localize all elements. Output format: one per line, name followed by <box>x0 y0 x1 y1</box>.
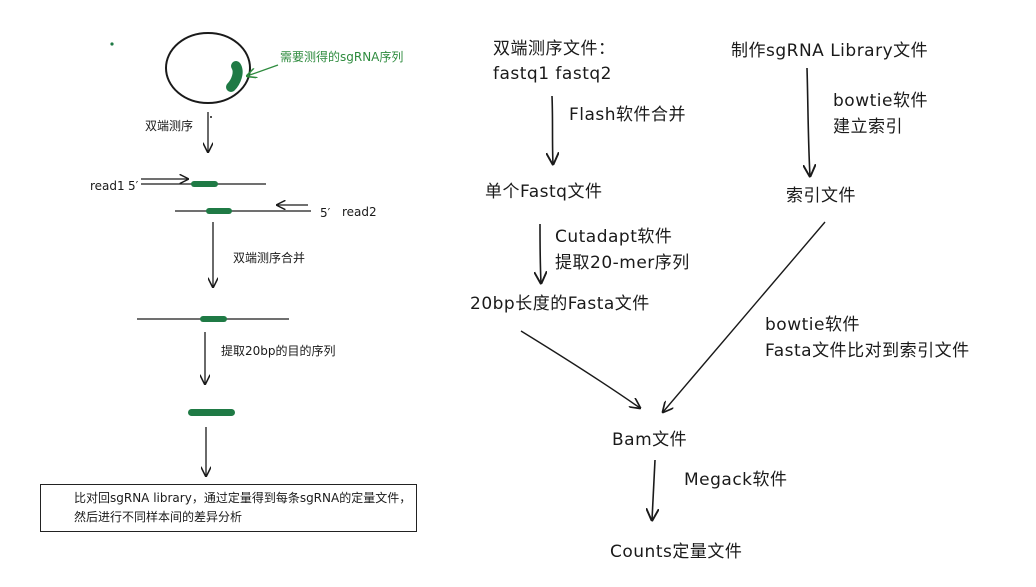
input-files-label: 双端测序文件： <box>493 39 616 59</box>
merged-sgrna <box>200 316 227 322</box>
single-fastq-label: 单个Fastq文件 <box>485 182 603 202</box>
extracted-20bp <box>188 409 235 416</box>
read2-sgrna <box>206 208 232 214</box>
build-index-label: 建立索引 <box>833 117 903 137</box>
index-file-label: 索引文件 <box>786 186 856 206</box>
target-pointer-arrow <box>247 64 279 76</box>
analysis-line-2: 然后进行不同样本间的差异分析 <box>74 510 243 524</box>
bowtie-align-label: bowtie软件 <box>765 315 860 335</box>
align-to-index-label: Fasta文件比对到索引文件 <box>765 341 970 361</box>
counts-file-label: Counts定量文件 <box>610 542 743 562</box>
library-label: 制作sgRNA Library文件 <box>731 41 929 61</box>
analysis-text: 比对回sgRNA library，通过定量得到每条sgRNA的定量文件， 然后进… <box>74 489 411 527</box>
fastq-files-label: fastq1 fastq2 <box>493 64 612 84</box>
analysis-box: 比对回sgRNA library，通过定量得到每条sgRNA的定量文件， 然后进… <box>40 484 417 532</box>
read1-sgrna <box>191 181 218 187</box>
arrow-library-to-index <box>807 67 810 176</box>
arrow-bam-to-counts <box>652 459 655 520</box>
read2-5prime-label: 5′ <box>320 206 331 220</box>
read2-label: read2 <box>342 205 377 219</box>
analysis-line-1: 比对回sgRNA library，通过定量得到每条sgRNA的定量文件， <box>74 491 412 505</box>
arrow-fasta20-to-bam <box>520 330 640 408</box>
flash-label: Flash软件合并 <box>569 105 687 125</box>
mageck-label: Megack软件 <box>684 470 788 490</box>
extract-20mer-label: 提取20-mer序列 <box>555 253 690 273</box>
paired-end-seq-label: 双端测序 <box>145 119 194 133</box>
sgrna-segment <box>226 61 243 92</box>
extract-label: 提取20bp的目的序列 <box>221 344 336 358</box>
target-sgrna-label: 需要测得的sgRNA序列 <box>280 50 404 64</box>
cutadapt-label: Cutadapt软件 <box>555 227 673 247</box>
arrow-index-to-bam <box>663 221 826 412</box>
arrow-input-to-single <box>552 95 553 164</box>
stray-dot <box>210 116 212 118</box>
merge-label: 双端测序合并 <box>233 251 306 265</box>
read1-label: read1 <box>90 179 125 193</box>
bam-file-label: Bam文件 <box>612 430 688 450</box>
bowtie-label: bowtie软件 <box>833 91 928 111</box>
arrow-single-to-fasta20 <box>540 223 541 283</box>
fasta20-label: 20bp长度的Fasta文件 <box>470 294 650 314</box>
stray-dot <box>110 42 114 46</box>
read1-5prime-label: 5′ <box>128 179 139 193</box>
